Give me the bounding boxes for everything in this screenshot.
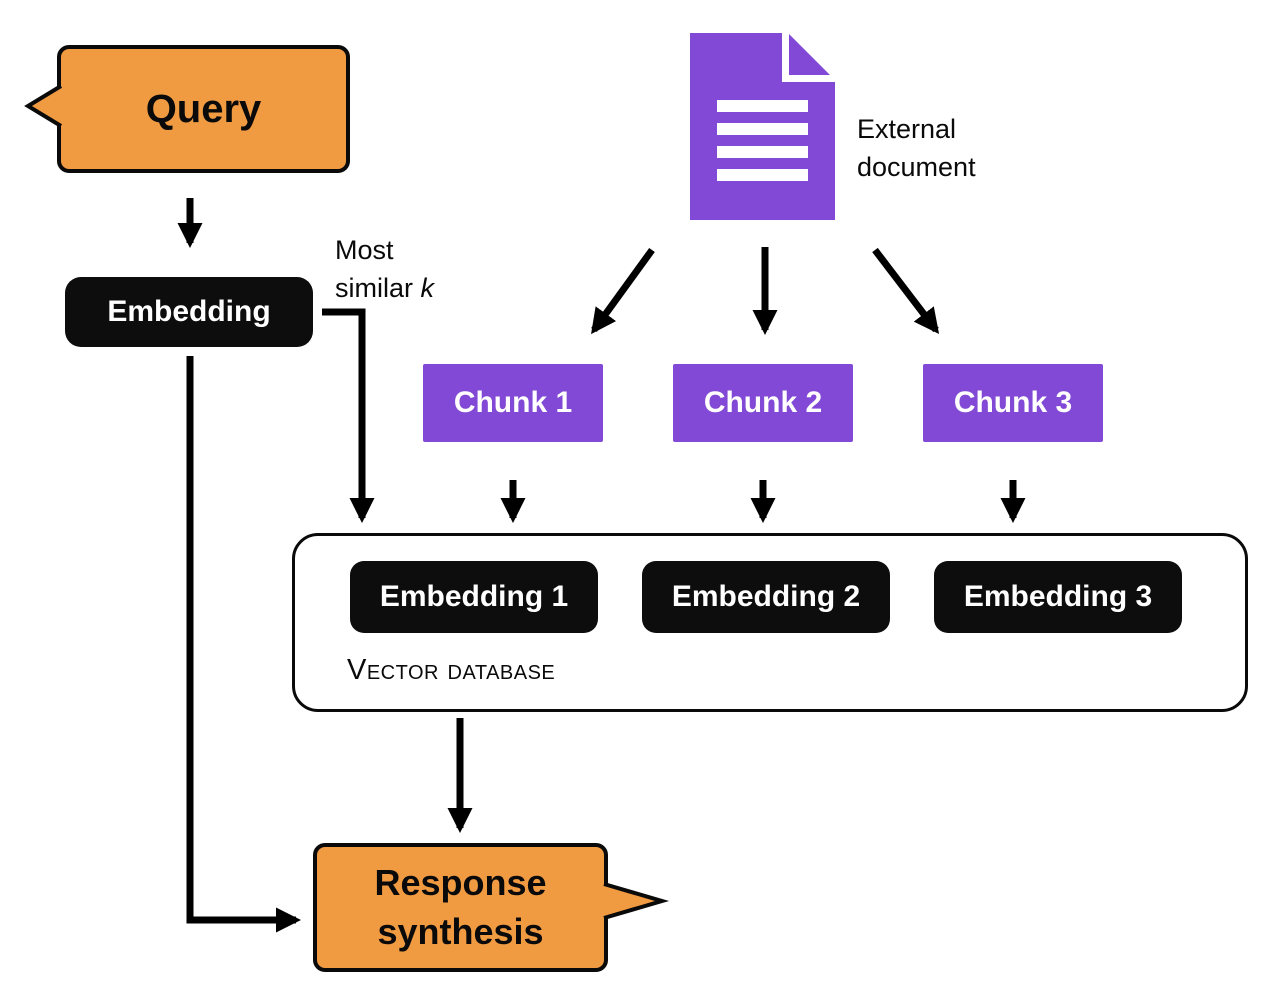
arrow-document-to-chunk1 [591,247,655,335]
most-similar-line1: Most [335,235,394,265]
embedding-3-label: Embedding 3 [963,580,1153,613]
arrow-embedding-to-response [186,356,302,933]
embedding-3-node: Embedding 3 [934,561,1182,633]
most-similar-line2: similar [335,273,413,303]
embedding-2-label: Embedding 2 [671,580,861,613]
embedding-1-label: Embedding 1 [379,580,569,613]
chunk-3-label: Chunk 3 [953,386,1073,419]
chunk-1-node: Chunk 1 [423,364,603,442]
query-embedding-node: Embedding [65,277,313,347]
arrow-embedding-to-vectordb [322,308,375,524]
embedding-1-node: Embedding 1 [350,561,598,633]
vector-database-container: Embedding 1 Embedding 2 Embedding 3 Vect… [292,533,1248,712]
chunk-2-node: Chunk 2 [673,364,853,442]
chunk-2-label: Chunk 2 [703,386,823,419]
response-bubble-tail [603,882,670,920]
arrow-document-to-chunk3 [872,247,940,335]
chunk-1-label: Chunk 1 [453,386,573,419]
external-document-label: External document [857,114,976,182]
vector-database-label: Vector database [347,654,556,686]
response-synthesis-label: Response synthesis [374,861,547,952]
chunk-3-node: Chunk 3 [923,364,1103,442]
query-node: Query [57,45,350,173]
response-synthesis-node: Response synthesis [313,843,608,972]
document-icon [690,33,835,220]
k-variable: k [420,273,435,303]
query-label: Query [145,86,262,131]
query-embedding-label: Embedding [107,295,271,328]
embedding-2-node: Embedding 2 [642,561,890,633]
most-similar-k-label: Most similar k [335,231,434,307]
